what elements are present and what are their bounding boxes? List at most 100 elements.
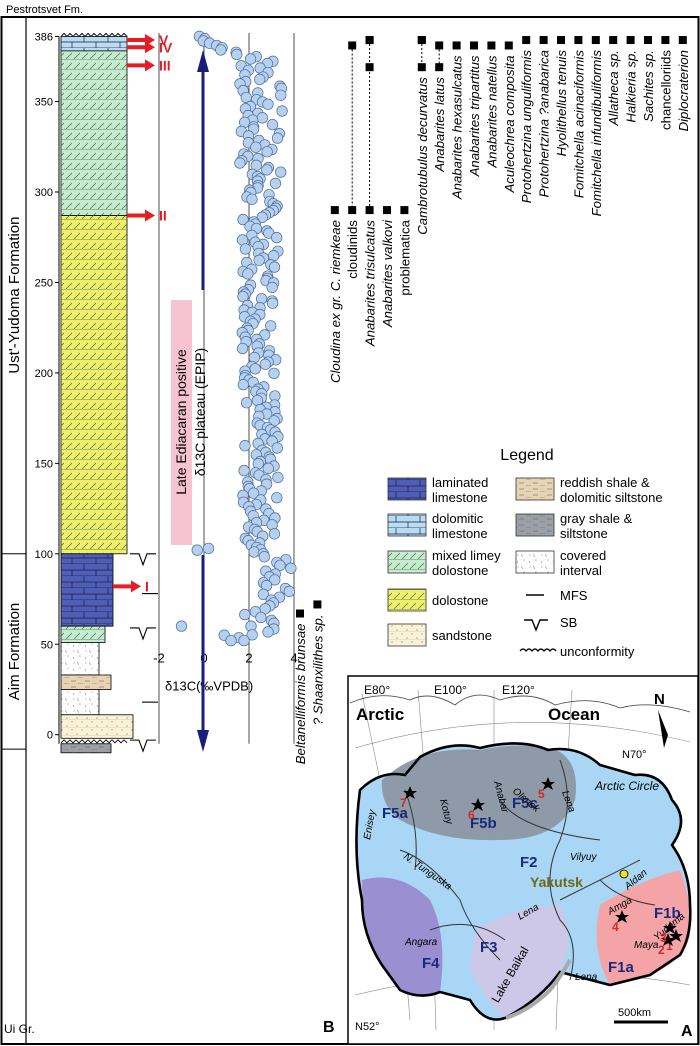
legend-swatch-pattern: [388, 624, 426, 646]
unit-gray-shale-pattern: [61, 743, 111, 753]
fossil-occurrence-marker: [365, 63, 374, 72]
map-coastline: [349, 694, 691, 713]
map-label-ocean: Ocean: [548, 705, 600, 724]
fossil-occurrence-marker: [626, 36, 635, 45]
fossil-occurrence-marker: [539, 36, 548, 45]
panel-label-b: B: [323, 1019, 335, 1036]
fossil-taxon-label: Anabarites tripartitus: [467, 55, 482, 177]
legend-label-line2: interval: [560, 563, 602, 578]
map-river: [399, 849, 501, 961]
legend-swatch-pattern: [388, 478, 426, 500]
data-point: [266, 281, 278, 294]
site-number-label: 5: [538, 787, 545, 801]
legend-label-line2: limestone: [432, 490, 488, 505]
legend-label: gray shale &: [560, 511, 633, 526]
legend-swatch-pattern: [516, 478, 554, 500]
fossil-occurrence-marker: [591, 36, 600, 45]
map-river: [499, 799, 601, 841]
facies-zone-f5: [381, 745, 576, 841]
site-star-marker: [471, 798, 485, 811]
map-latitude-label-south: N52°: [355, 1021, 380, 1033]
sb-label: III: [159, 57, 171, 73]
carbon-tick-label: -2: [153, 650, 165, 665]
fossil-taxon-label: Beltanelliformis brunsae: [293, 623, 308, 764]
data-point: [236, 342, 249, 355]
carbon-tick-label: 2: [245, 650, 252, 665]
map-city-yakutsk: Yakutsk: [530, 874, 583, 890]
map-graticule-line: [354, 722, 691, 749]
fossil-occurrence-marker: [348, 206, 357, 215]
data-point: [266, 297, 279, 309]
north-arrow-icon: [658, 710, 668, 748]
fossil-occurrence-marker: [678, 36, 687, 45]
data-point: [237, 290, 249, 303]
data-point: [231, 48, 243, 61]
fossil-occurrence-marker: [470, 41, 478, 50]
fossil-occurrence-marker: [574, 36, 583, 45]
fossil-taxon-label: chancelloriids: [658, 50, 673, 130]
map-facies-label: F3: [480, 939, 498, 956]
map-facies-label: F5a: [382, 805, 409, 822]
map-river: [549, 759, 574, 981]
plateau-label-line1: Late Ediacaran positive: [173, 349, 189, 495]
facies-zone-f4: [362, 877, 443, 996]
map-river-label: Angara: [404, 937, 438, 948]
data-point: [261, 164, 273, 176]
site-number-label: 7: [400, 796, 407, 810]
data-point: [285, 562, 297, 574]
unit-laminated-limestone-pattern: [61, 553, 113, 627]
fossil-occurrence-marker: [417, 36, 426, 45]
unit-mixed-limey-dolostone-lower-pattern: [61, 626, 105, 643]
data-point: [262, 626, 274, 638]
fossil-occurrence-marker: [661, 36, 670, 45]
map-river-label: Vilyuy: [570, 852, 597, 863]
unit-mixed-limey-dolostone-pattern: [61, 50, 127, 216]
data-point: [268, 261, 281, 273]
fossil-occurrence-marker: [504, 41, 513, 50]
fossil-taxon-label: Hyolithellus tenuis: [554, 50, 569, 157]
map-river-label: Lena: [575, 972, 598, 983]
fossil-occurrence-marker: [557, 36, 565, 45]
sb-symbol: [130, 553, 156, 567]
fossil-taxon-label: Fomitchella infundibuliformis: [589, 50, 604, 217]
sb-arrow-head: [145, 209, 155, 222]
depth-tick-label: 300: [35, 187, 53, 199]
data-point: [175, 620, 188, 632]
data-point: [258, 551, 271, 563]
sb-symbol: [130, 739, 156, 753]
legend-label-line2: dolostone: [432, 563, 488, 578]
data-point: [248, 546, 260, 558]
fossil-occurrence-marker: [435, 63, 444, 72]
data-point: [276, 105, 288, 117]
map-facies-label: F5b: [470, 815, 497, 832]
fossil-taxon-label: Halkieria sp.: [624, 50, 639, 123]
data-point: [269, 574, 281, 586]
data-point: [283, 585, 295, 598]
fossil-occurrence-marker: [365, 206, 374, 215]
unit-covered-interval-upper-pattern: [61, 642, 99, 676]
legend-label: unconformity: [560, 644, 635, 659]
fossil-taxon-label: Protohertzina ?anabarica: [537, 50, 552, 197]
lake-baikal-shape: [505, 959, 572, 1020]
map-longitude-label: E80°: [364, 683, 390, 697]
fossil-occurrence-marker: [452, 41, 461, 50]
fossil-taxon-label: Sachites sp.: [641, 50, 656, 122]
fossil-occurrence-marker: [609, 36, 618, 45]
unit-covered-interval-lower-pattern: [61, 689, 99, 715]
legend-label: SB: [560, 615, 577, 630]
data-point: [261, 146, 273, 158]
data-point: [271, 492, 283, 504]
map-facies-label: F2: [520, 854, 538, 871]
fossil-taxon-label: Anabarites hexasulcatus: [450, 55, 465, 200]
carbon-axis-label: δ13C(‰VPDB): [165, 678, 253, 693]
sb-label: V: [159, 32, 169, 48]
map-facies-label: F4: [422, 955, 440, 972]
map-north-label: N: [654, 691, 665, 708]
site-star-marker: [661, 933, 675, 946]
data-point: [269, 177, 282, 190]
epip-box: [171, 300, 192, 545]
fossil-occurrence-marker: [417, 63, 426, 72]
depth-tick-label: 100: [35, 549, 53, 561]
